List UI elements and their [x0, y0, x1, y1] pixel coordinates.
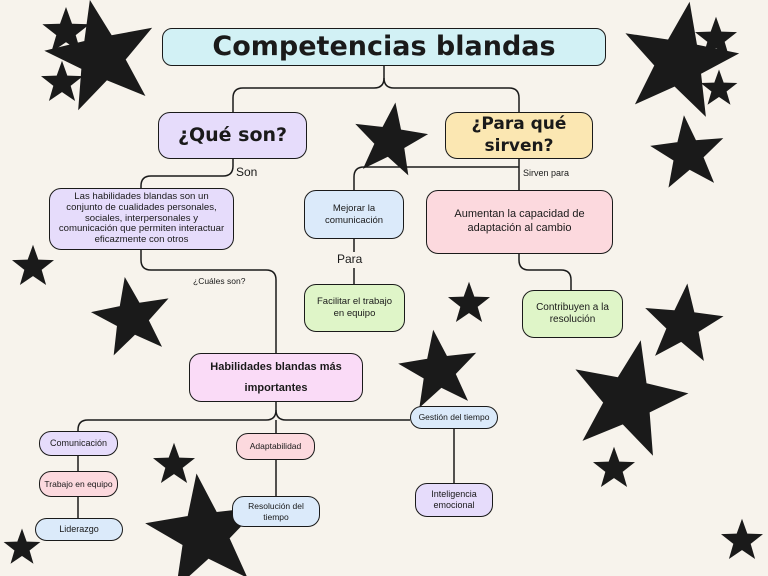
star-icon [668, 309, 699, 339]
son-label: Son [236, 165, 258, 179]
star-icon [604, 374, 653, 422]
que-son-text: ¿Qué son? [177, 123, 288, 146]
skill-gestion: Gestión del tiempo [410, 406, 498, 429]
connector-queson-definition [140, 159, 234, 188]
star-icon [606, 461, 621, 475]
para-que-node: ¿Para qué sirven? [445, 112, 593, 159]
skill-resolucion: Resolución del tiempo [232, 496, 320, 527]
connector-title-right [383, 77, 520, 112]
star-icon [673, 139, 702, 167]
aumentan-text: Aumentan la capacidad de adaptación al c… [454, 208, 585, 234]
contribuyen-node: Contribuyen a la resolución [522, 290, 623, 338]
connector-title-branches [232, 66, 385, 112]
star-icon [655, 37, 703, 83]
skill-inteligencia: Inteligencia emocional [415, 483, 493, 517]
mejorar-node: Mejorar la comunicación [304, 190, 404, 239]
star-icon [78, 32, 125, 77]
connector-aumentan-contribuyen [518, 254, 572, 290]
mejorar-text: Mejorar la comunicación [324, 202, 384, 226]
title-text: Competencias blandas [212, 31, 556, 63]
star-icon [423, 354, 455, 385]
star-icon [734, 533, 749, 547]
skill-comunicacion-text: Comunicación [49, 437, 108, 448]
para-que-text: ¿Para qué sirven? [471, 114, 567, 156]
star-icon [166, 457, 181, 471]
important-skills-node: Habilidades blandas más importantes [189, 353, 363, 402]
star-icon [54, 75, 69, 89]
skill-adaptabilidad-text: Adaptabilidad [249, 441, 302, 452]
facilitar-text: Facilitar el trabajo en equipo [317, 296, 392, 319]
contribuyen-text: Contribuyen a la resolución [536, 301, 609, 326]
star-icon [25, 259, 40, 273]
cuales-label: ¿Cuáles son? [193, 276, 246, 286]
definition-text: Las habilidades blandas son un conjunto … [58, 191, 225, 246]
star-icon [15, 541, 28, 554]
star-icon [181, 509, 228, 554]
star-icon [712, 82, 725, 95]
star-icon [115, 301, 148, 333]
important-skills-text: Habilidades blandas más importantes [210, 360, 342, 394]
para-label: Para [337, 252, 363, 266]
skill-gestion-text: Gestión del tiempo [418, 412, 490, 423]
skill-liderazgo: Liderazgo [35, 518, 123, 541]
connector-important-skills [77, 402, 277, 431]
skill-liderazgo-text: Liderazgo [59, 523, 99, 534]
skill-trabajo-equipo: Trabajo en equipo [39, 471, 118, 497]
skill-trabajo-equipo-text: Trabajo en equipo [44, 478, 113, 489]
skill-adaptabilidad: Adaptabilidad [236, 433, 315, 460]
aumentan-node: Aumentan la capacidad de adaptación al c… [426, 190, 613, 254]
sirven-label: Sirven para [523, 168, 570, 178]
star-icon [57, 23, 74, 39]
skill-comunicacion: Comunicación [39, 431, 118, 456]
skill-inteligencia-text: Inteligencia emocional [431, 488, 477, 510]
star-icon [708, 31, 723, 45]
connector-sirven-mejorar [353, 166, 519, 190]
title-node: Competencias blandas [162, 28, 606, 66]
connector-definition-important [140, 250, 277, 353]
skill-resolucion-text: Resolución del tiempo [248, 500, 304, 522]
star-icon [375, 125, 405, 154]
facilitar-node: Facilitar el trabajo en equipo [304, 284, 405, 332]
que-son-node: ¿Qué son? [158, 112, 307, 159]
star-icon [461, 296, 476, 310]
definition-node: Las habilidades blandas son un conjunto … [49, 188, 234, 250]
connector-important-right [275, 409, 410, 421]
